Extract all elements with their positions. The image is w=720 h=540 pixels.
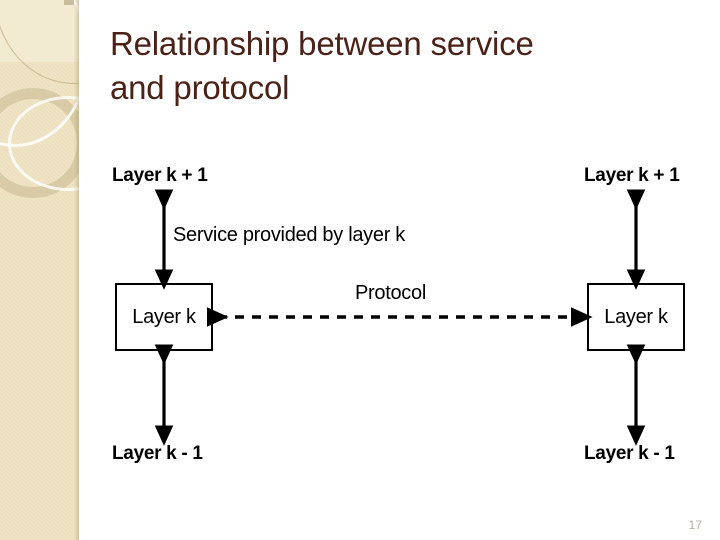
right-layer-k-box: Layer k <box>587 283 685 351</box>
right-layer-k-minus-1-label: Layer k - 1 <box>584 443 675 464</box>
page-title-line-1: Relationship between service <box>110 25 534 62</box>
left-layer-k-box: Layer k <box>115 283 213 351</box>
sidebar-corner-chip <box>64 0 74 5</box>
sidebar-right-edge-shadow <box>74 0 79 540</box>
right-layer-k-plus-1-label: Layer k + 1 <box>584 165 680 186</box>
page-title-line-2: and protocol <box>110 68 290 106</box>
left-layer-k-box-label: Layer k <box>132 305 196 328</box>
page-title: Relationship between service and protoco… <box>110 22 670 109</box>
page-number: 17 <box>688 518 702 532</box>
left-layer-k-minus-1-label: Layer k - 1 <box>112 443 203 464</box>
right-layer-k-box-label: Layer k <box>604 305 668 328</box>
service-provided-label: Service provided by layer k <box>173 224 406 246</box>
protocol-label: Protocol <box>355 282 426 304</box>
decorative-sidebar-band <box>0 0 79 540</box>
left-layer-k-plus-1-label: Layer k + 1 <box>112 165 208 186</box>
